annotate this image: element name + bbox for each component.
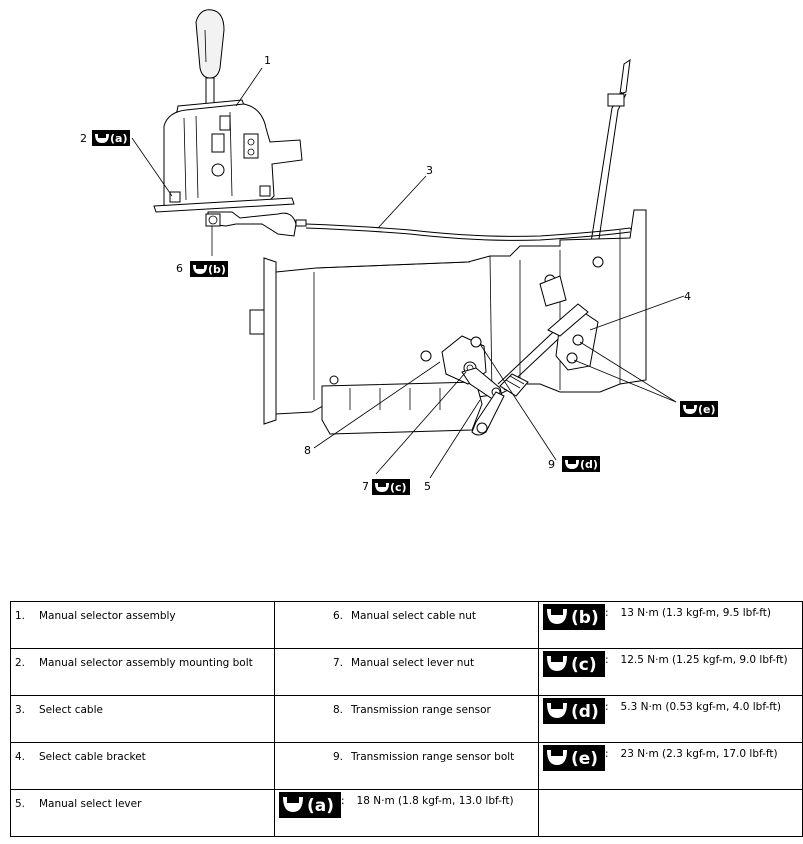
legend-row: 4. Select cable bracket 9. Transmission ran… <box>10 742 803 790</box>
part-name: Transmission range sensor <box>351 704 491 716</box>
torque-badge-e: (e) <box>680 401 718 417</box>
part-number: 8. <box>332 704 343 716</box>
legend-part-cell: 3. Select cable <box>10 695 275 743</box>
callout-9: 9 <box>548 458 555 471</box>
callout-8: 8 <box>304 444 311 457</box>
legend-row: 5. Manual select lever (a):18 N·m (1.8 kgf… <box>10 789 803 837</box>
legend-part-cell: 1. Manual selector assembly <box>10 601 275 649</box>
torque-separator: : <box>605 748 609 760</box>
torque-separator: : <box>341 795 345 807</box>
part-name: Select cable <box>39 704 103 716</box>
part-number: 3. <box>15 704 26 716</box>
part-name: Manual selector assembly mounting bolt <box>39 657 253 669</box>
svg-text:(d): (d) <box>571 702 599 722</box>
legend-row: 3. Select cable 8. Transmission range senso… <box>10 695 803 743</box>
legend-part-cell: 2. Manual selector assembly mounting bolt <box>10 648 275 696</box>
legend-empty-cell <box>538 789 803 837</box>
callout-7: 7 <box>362 480 369 493</box>
part-number: 1. <box>15 610 26 622</box>
svg-text:(e): (e) <box>698 403 716 416</box>
svg-text:(c): (c) <box>571 655 597 675</box>
torque-spec: 12.5 N·m (1.25 kgf-m, 9.0 lbf-ft) <box>620 654 788 666</box>
legend-part-cell: 4. Select cable bracket <box>10 742 275 790</box>
callout-4: 4 <box>684 290 691 303</box>
part-number: 5. <box>15 798 26 810</box>
legend-torque-cell: (c):12.5 N·m (1.25 kgf-m, 9.0 lbf-ft) <box>538 648 803 696</box>
part-number: 7. <box>332 657 343 669</box>
legend-torque-cell: (a):18 N·m (1.8 kgf-m, 13.0 lbf-ft) <box>274 789 539 837</box>
transmission-diagram: 1 2 3 4 5 6 7 8 9 (a) (b) (c) (d) (e) <box>80 9 718 495</box>
torque-spec: 13 N·m (1.3 kgf-m, 9.5 lbf-ft) <box>620 607 771 619</box>
manual-selector-assembly <box>153 9 307 237</box>
part-number: 2. <box>15 657 26 669</box>
torque-wrench-icon: (c) <box>543 651 605 677</box>
torque-badge-c: (c) <box>372 479 410 495</box>
svg-text:(d): (d) <box>580 458 598 471</box>
legend-part-cell: 9. Transmission range sensor bolt <box>274 742 539 790</box>
torque-badge-b: (b) <box>190 261 228 277</box>
leader-lines <box>131 67 685 479</box>
manual-select-lever <box>461 367 505 436</box>
legend-part-cell: 5. Manual select lever <box>10 789 275 837</box>
legend-row: 1. Manual selector assembly 6. Manual selec… <box>10 601 803 649</box>
torque-separator: : <box>605 701 609 713</box>
callout-1: 1 <box>264 54 271 67</box>
part-name: Manual select cable nut <box>351 610 477 622</box>
part-name: Select cable bracket <box>39 751 146 763</box>
transmission-case <box>249 209 647 435</box>
dipstick-tube <box>581 58 631 301</box>
part-name: Manual select lever nut <box>351 657 475 669</box>
part-name: Transmission range sensor bolt <box>351 751 515 763</box>
legend-part-cell: 8. Transmission range sensor <box>274 695 539 743</box>
callout-6: 6 <box>176 262 183 275</box>
torque-wrench-icon: (e) <box>543 745 605 771</box>
torque-wrench-icon: (d) <box>543 698 605 724</box>
legend-torque-cell: (d):5.3 N·m (0.53 kgf-m, 4.0 lbf-ft) <box>538 695 803 743</box>
torque-spec: 23 N·m (2.3 kgf-m, 17.0 lbf-ft) <box>620 748 778 760</box>
legend-torque-cell: (e):23 N·m (2.3 kgf-m, 17.0 lbf-ft) <box>538 742 803 790</box>
part-name: Manual select lever <box>39 798 142 810</box>
callout-5: 5 <box>424 480 431 493</box>
torque-badge-a: (a) <box>92 130 130 146</box>
part-number: 4. <box>15 751 26 763</box>
parts-legend-table: 1. Manual selector assembly 6. Manual selec… <box>10 601 803 837</box>
svg-text:(a): (a) <box>110 132 127 145</box>
svg-text:(c): (c) <box>390 481 407 494</box>
part-name: Manual selector assembly <box>39 610 176 622</box>
select-cable <box>305 223 631 237</box>
callout-2: 2 <box>80 132 87 145</box>
torque-spec: 5.3 N·m (0.53 kgf-m, 4.0 lbf-ft) <box>620 701 781 713</box>
torque-badge-d: (d) <box>562 456 600 472</box>
part-number: 6. <box>332 610 343 622</box>
legend-part-cell: 6. Manual select cable nut <box>274 601 539 649</box>
svg-text:(e): (e) <box>571 749 598 769</box>
legend-row: 2. Manual selector assembly mounting bolt… <box>10 648 803 696</box>
legend-torque-cell: (b):13 N·m (1.3 kgf-m, 9.5 lbf-ft) <box>538 601 803 649</box>
torque-wrench-icon: (a) <box>279 792 341 818</box>
torque-separator: : <box>605 607 609 619</box>
torque-wrench-icon: (b) <box>543 604 605 630</box>
svg-text:(b): (b) <box>208 263 226 276</box>
svg-text:(b): (b) <box>571 608 599 628</box>
callout-3: 3 <box>426 164 433 177</box>
select-cable-bracket <box>547 303 599 371</box>
torque-spec: 18 N·m (1.8 kgf-m, 13.0 lbf-ft) <box>356 795 514 807</box>
torque-separator: : <box>605 654 609 666</box>
legend-part-cell: 7. Manual select lever nut <box>274 648 539 696</box>
part-number: 9. <box>332 751 343 763</box>
svg-text:(a): (a) <box>307 796 334 816</box>
